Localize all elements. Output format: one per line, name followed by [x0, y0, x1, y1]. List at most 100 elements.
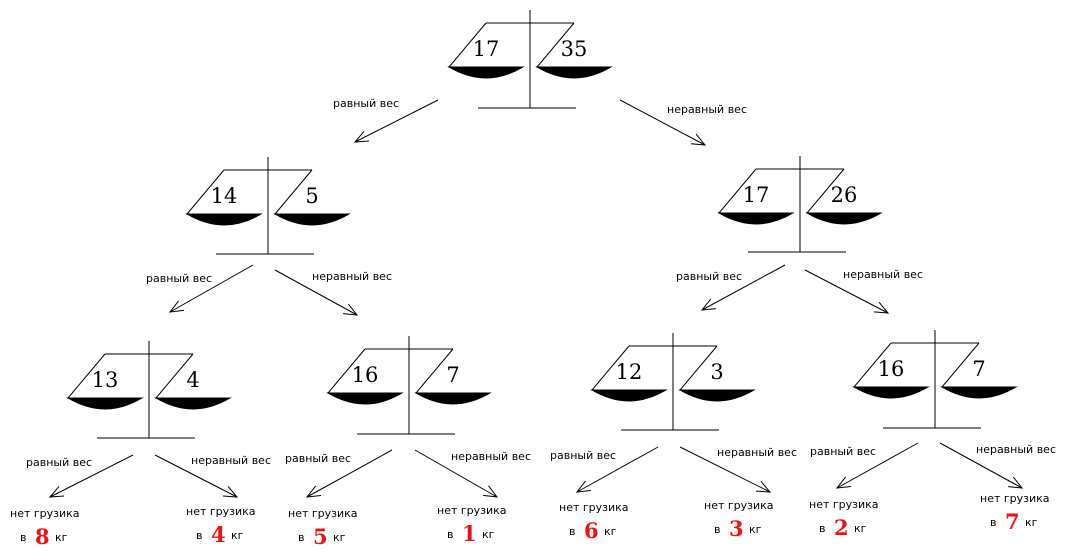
arrow-RL-unequal — [679, 446, 772, 493]
label-unequal-weight: неравный вес — [667, 103, 747, 116]
arrow-RR-equal — [835, 442, 919, 489]
arrow-shaft — [939, 442, 1023, 489]
result-no-weight-text: нет грузика — [10, 507, 80, 520]
arrow-head — [691, 133, 707, 146]
left-pan-number: 16 — [878, 357, 905, 381]
arrow-RR-unequal — [939, 442, 1024, 489]
result-prefix: в — [714, 523, 720, 536]
arrow-head — [353, 130, 370, 143]
right-pan-bowl — [414, 392, 492, 405]
result-unit: кг — [1025, 516, 1038, 529]
result-value: 7 — [1005, 509, 1020, 534]
result-prefix: в — [990, 516, 996, 529]
arrow-shaft — [619, 99, 706, 146]
right-pan-bowl — [805, 212, 883, 225]
arrow-shaft — [354, 99, 439, 143]
arrow-LR-unequal — [414, 449, 499, 498]
arrow-R-unequal — [804, 269, 890, 314]
right-pan-bowl — [678, 389, 756, 402]
right-pan-number: 35 — [561, 37, 588, 61]
left-pan-number: 17 — [473, 37, 500, 61]
right-pan-number: 5 — [305, 184, 318, 208]
arrow-shaft — [306, 449, 393, 498]
result-unit: кг — [55, 531, 68, 544]
arrow-head — [575, 480, 591, 493]
label-equal-weight: равный вес — [676, 270, 742, 283]
arrow-LR-equal — [305, 449, 393, 498]
right-pan-bowl — [535, 66, 613, 79]
arrow-LL-unequal — [154, 454, 239, 498]
result-prefix: в — [819, 522, 825, 535]
result-value: 6 — [584, 518, 599, 543]
arrow-shaft — [679, 446, 771, 493]
arrow-head — [305, 485, 321, 498]
arrow-RL-equal — [575, 446, 659, 493]
result-no-weight-text: нет грузика — [186, 505, 256, 518]
arrow-shaft — [414, 449, 498, 498]
arrow-LL-equal — [48, 454, 134, 498]
arrow-shaft — [576, 446, 659, 493]
arrow-head — [483, 485, 499, 498]
right-pan-number: 4 — [186, 368, 199, 392]
arrow-root-unequal — [619, 99, 707, 146]
arrow-head — [223, 485, 239, 498]
arrow-root-equal — [353, 99, 439, 143]
label-equal-weight: равный вес — [26, 456, 92, 469]
left-pan-number: 17 — [743, 183, 770, 207]
left-pan-bowl — [852, 386, 930, 399]
right-pan-bowl — [273, 213, 351, 226]
right-pan-number: 3 — [710, 360, 723, 384]
arrow-head — [874, 301, 890, 314]
label-unequal-weight: неравный вес — [976, 443, 1056, 456]
arrow-shaft — [836, 442, 919, 489]
result-no-weight-text: нет грузика — [559, 501, 629, 514]
result-unit: кг — [854, 522, 867, 535]
arrow-shaft — [274, 269, 358, 316]
arrow-head — [168, 300, 184, 313]
label-equal-weight: равный вес — [810, 445, 876, 458]
result-prefix: в — [20, 531, 26, 544]
arrow-head — [755, 481, 772, 493]
arrow-L-equal — [168, 264, 254, 313]
right-pan-bowl — [940, 386, 1018, 399]
result-value: 1 — [462, 521, 477, 546]
arrow-shaft — [804, 269, 889, 314]
result-no-weight-text: нет грузика — [288, 507, 358, 520]
result-value: 4 — [211, 522, 226, 547]
result-no-weight-text: нет грузика — [980, 492, 1050, 505]
arrow-shaft — [154, 454, 238, 498]
result-prefix: в — [196, 529, 202, 542]
left-pan-bowl — [717, 212, 795, 225]
label-equal-weight: равный вес — [550, 449, 616, 462]
arrow-shaft — [701, 264, 786, 311]
left-pan-number: 14 — [211, 184, 238, 208]
result-unit: кг — [749, 523, 762, 536]
left-pan-bowl — [66, 397, 144, 410]
left-pan-bowl — [326, 392, 404, 405]
arrow-L-unequal — [274, 269, 359, 316]
label-equal-weight: равный вес — [333, 97, 399, 110]
result-no-weight-text: нет грузика — [437, 504, 507, 517]
result-value: 5 — [313, 524, 328, 549]
result-prefix: в — [298, 531, 304, 544]
left-pan-bowl — [447, 66, 525, 79]
result-value: 8 — [35, 524, 50, 549]
result-prefix: в — [447, 528, 453, 541]
label-unequal-weight: неравный вес — [451, 450, 531, 463]
result-no-weight-text: нет грузика — [704, 499, 774, 512]
right-pan-number: 26 — [831, 183, 858, 207]
result-unit: кг — [482, 528, 495, 541]
